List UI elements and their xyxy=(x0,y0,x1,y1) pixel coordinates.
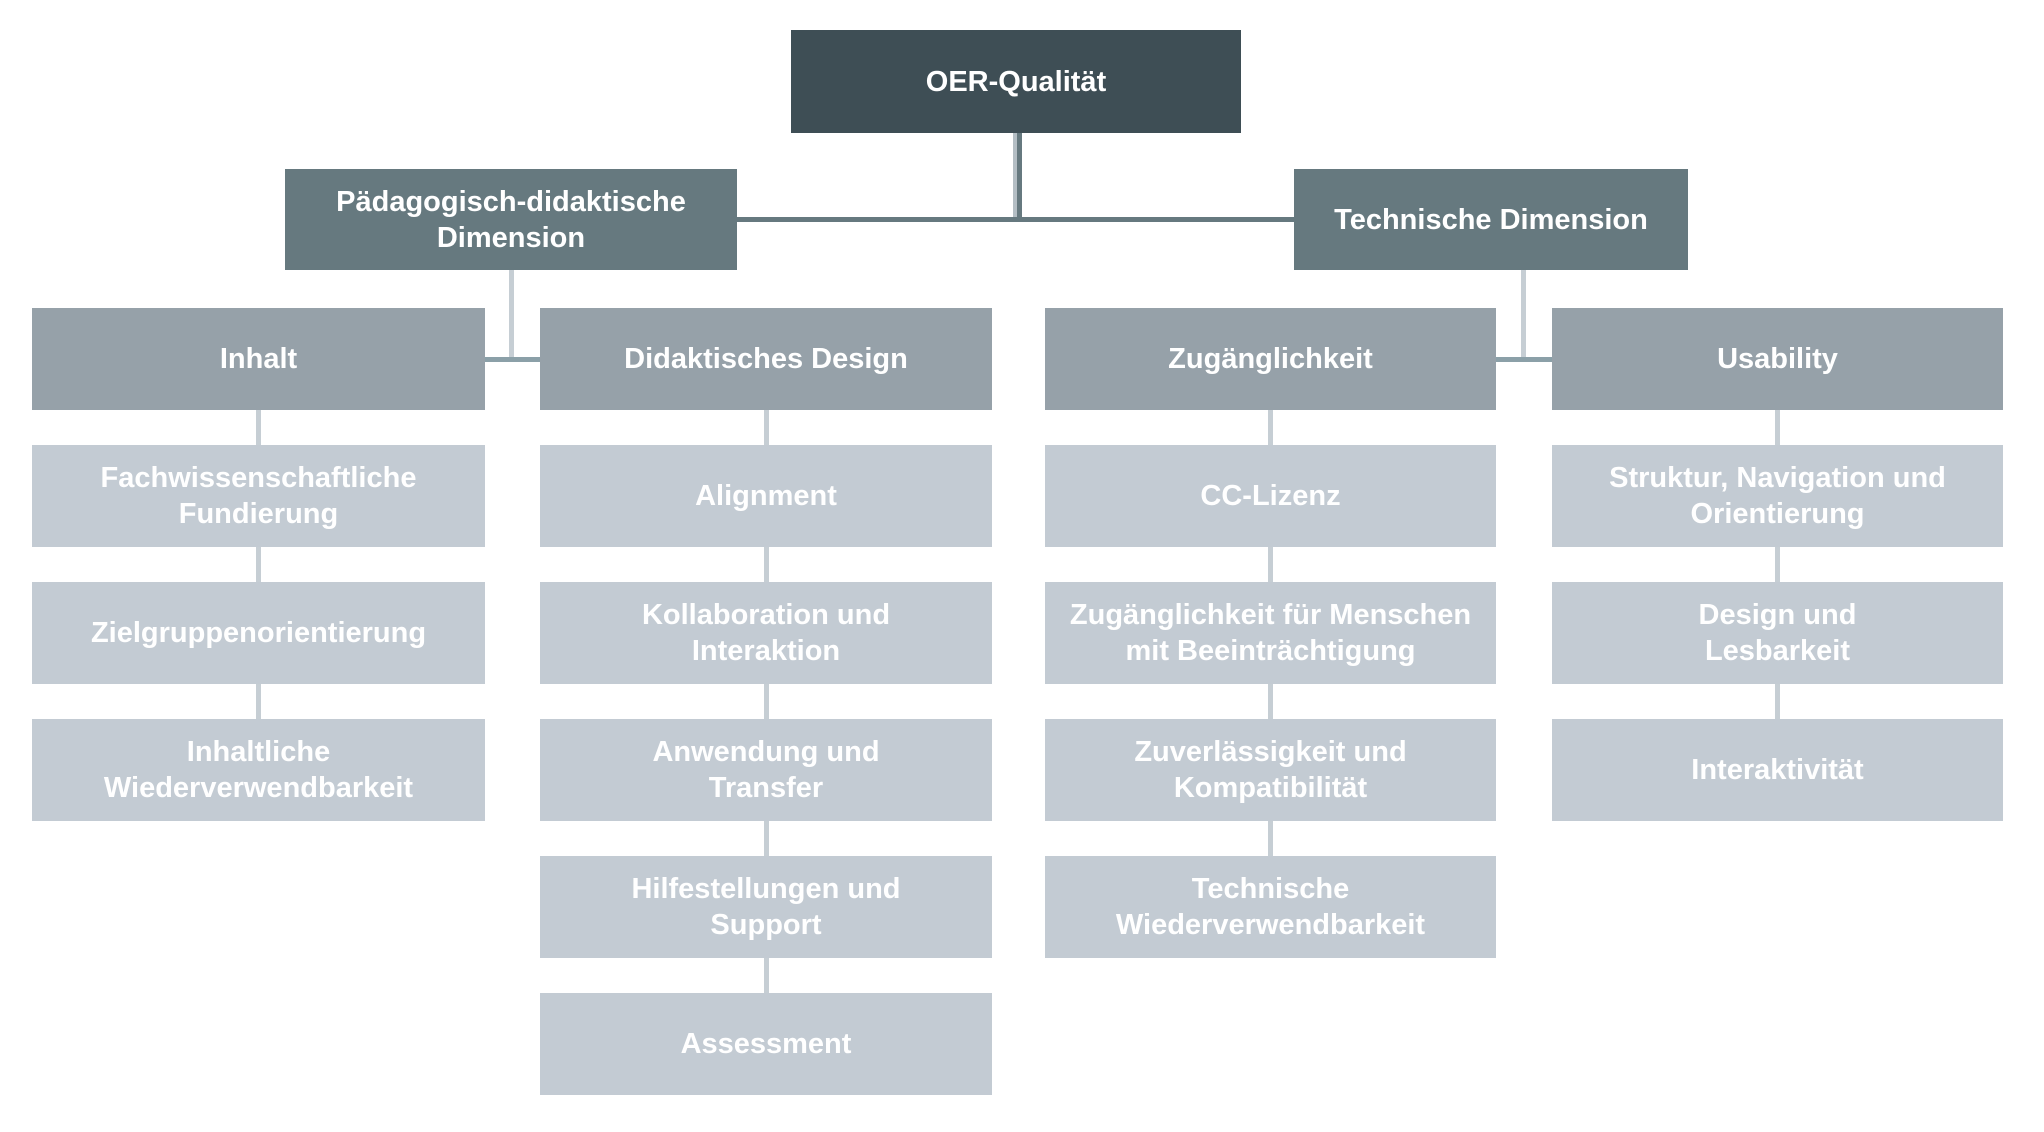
node-didaktisches-design: Didaktisches Design xyxy=(540,308,992,410)
column-usability: Usability Struktur, Navigation und Orien… xyxy=(1552,308,2003,821)
item-label: Fachwissenschaftliche Fundierung xyxy=(100,462,417,530)
item-label: Technische Wiederverwendbarkeit xyxy=(1115,873,1426,941)
column-zugaenglichkeit: Zugänglichkeit CC-Lizenz Zugänglichkeit … xyxy=(1045,308,1496,958)
node-zugaenglichkeit: Zugänglichkeit xyxy=(1045,308,1496,410)
node-technische-wiederverwendbarkeit: Technische Wiederverwendbarkeit xyxy=(1045,856,1496,958)
item-label: Hilfestellungen und Support xyxy=(631,873,901,941)
node-zielgruppenorientierung: Zielgruppenorientierung xyxy=(32,582,485,684)
item-label: Zielgruppenorientierung xyxy=(90,617,427,649)
node-paedagogisch-didaktische-dimension: Pädagogisch-didaktische Dimension xyxy=(285,169,737,270)
item-label: Design und Lesbarkeit xyxy=(1698,599,1857,667)
item-label: Anwendung und Transfer xyxy=(652,736,880,804)
node-inhaltliche-wiederverwendbarkeit: Inhaltliche Wiederverwendbarkeit xyxy=(32,719,485,821)
item-label: Zugänglichkeit für Menschen mit Beeinträ… xyxy=(1069,599,1472,667)
node-struktur-navigation-orientierung: Struktur, Navigation und Orientierung xyxy=(1552,445,2003,547)
node-paedagogisch-didaktische-dimension-label: Pädagogisch-didaktische Dimension xyxy=(336,185,686,254)
node-interaktivitaet: Interaktivität xyxy=(1552,719,2003,821)
connector-paedagogisch-drop xyxy=(509,270,514,362)
node-inhalt-label: Inhalt xyxy=(219,343,298,375)
item-label: Zuverlässigkeit und Kompatibilität xyxy=(1134,736,1407,804)
node-zuverlaessigkeit-und-kompatibilitaet: Zuverlässigkeit und Kompatibilität xyxy=(1045,719,1496,821)
connector-technisch-crossbar xyxy=(1496,357,1552,362)
node-zugaenglichkeit-label: Zugänglichkeit xyxy=(1168,343,1373,375)
node-technische-dimension: Technische Dimension xyxy=(1294,169,1688,270)
node-fachwissenschaftliche-fundierung: Fachwissenschaftliche Fundierung xyxy=(32,445,485,547)
item-label: Kollaboration und Interaktion xyxy=(641,599,891,667)
node-usability: Usability xyxy=(1552,308,2003,410)
connector-root-crossbar xyxy=(737,217,1294,222)
connector-technisch-drop xyxy=(1521,270,1526,362)
item-label: CC-Lizenz xyxy=(1200,480,1341,512)
node-oer-qualitaet: OER-Qualität xyxy=(791,30,1241,133)
node-design-und-lesbarkeit: Design und Lesbarkeit xyxy=(1552,582,2003,684)
node-usability-label: Usability xyxy=(1717,343,1838,375)
item-label: Inhaltliche Wiederverwendbarkeit xyxy=(103,736,414,804)
connector-paedagogisch-crossbar xyxy=(485,357,540,362)
item-label: Interaktivität xyxy=(1691,754,1864,786)
node-technische-dimension-label: Technische Dimension xyxy=(1334,203,1648,236)
node-kollaboration-und-interaktion: Kollaboration und Interaktion xyxy=(540,582,992,684)
node-cc-lizenz: CC-Lizenz xyxy=(1045,445,1496,547)
node-didaktisches-design-label: Didaktisches Design xyxy=(624,343,908,375)
item-label: Alignment xyxy=(695,480,837,512)
column-didaktisches-design: Didaktisches Design Alignment Kollaborat… xyxy=(540,308,992,1095)
node-oer-qualitaet-label: OER-Qualität xyxy=(925,65,1107,98)
node-hilfestellungen-und-support: Hilfestellungen und Support xyxy=(540,856,992,958)
item-label: Assessment xyxy=(680,1028,852,1060)
node-inhalt: Inhalt xyxy=(32,308,485,410)
node-zugaenglichkeit-fuer-menschen: Zugänglichkeit für Menschen mit Beeinträ… xyxy=(1045,582,1496,684)
node-assessment: Assessment xyxy=(540,993,992,1095)
column-inhalt: Inhalt Fachwissenschaftliche Fundierung … xyxy=(32,308,485,821)
node-alignment: Alignment xyxy=(540,445,992,547)
node-anwendung-und-transfer: Anwendung und Transfer xyxy=(540,719,992,821)
connector-root-drop xyxy=(1013,133,1022,221)
item-label: Struktur, Navigation und Orientierung xyxy=(1609,462,1946,530)
